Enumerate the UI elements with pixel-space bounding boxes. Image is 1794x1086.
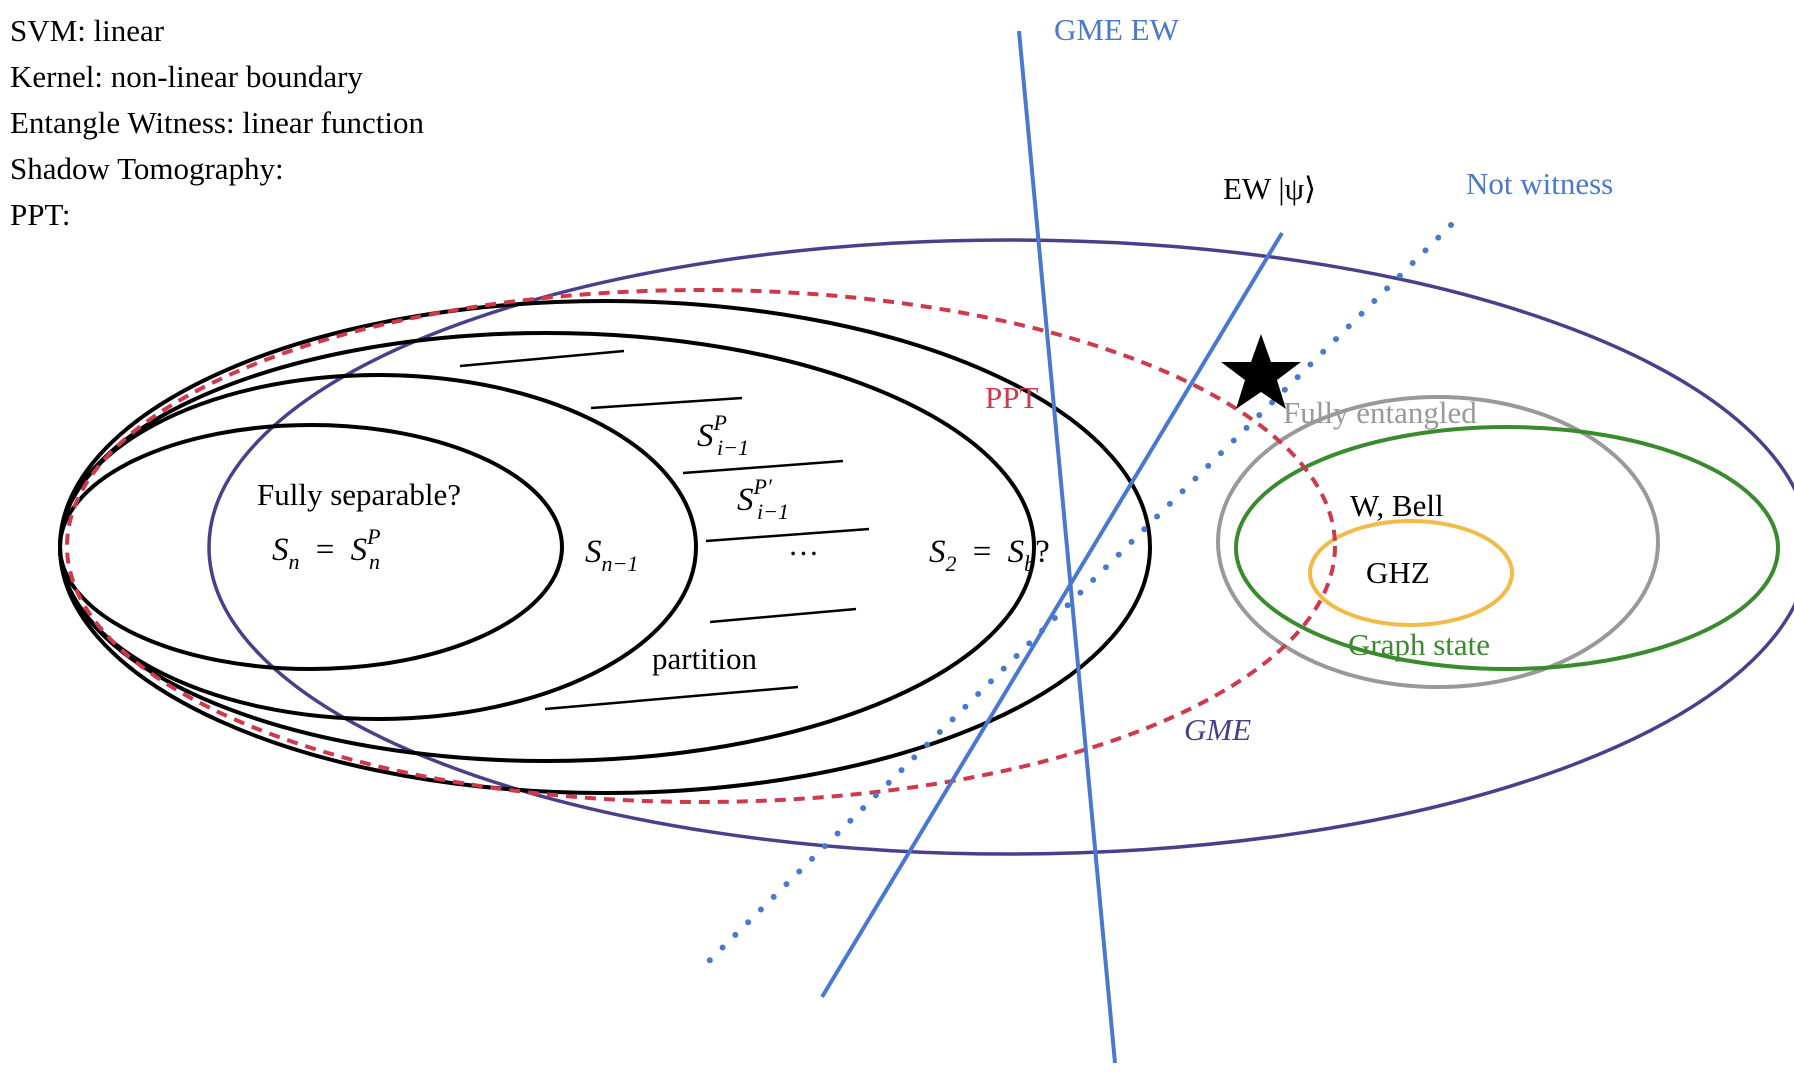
- ew-psi-label: EW |ψ⟩: [1223, 171, 1316, 206]
- ghz-ellipse: [1308, 519, 1514, 627]
- si1pp-superscript: P′: [753, 474, 773, 499]
- gme-ew-label: GME EW: [1054, 12, 1180, 47]
- sn1-subscript: n−1: [602, 551, 639, 576]
- gme-label: GME: [1184, 712, 1251, 747]
- sb-symbol: S: [1008, 534, 1025, 570]
- si1p-subscript: i−1: [717, 435, 749, 460]
- si1p-symbol: S: [697, 418, 714, 454]
- gme-ew-line: [1017, 30, 1117, 1064]
- partition-label: partition: [652, 641, 758, 676]
- s2-formula: S2 = Sb?: [929, 534, 1050, 579]
- snp-symbol: S: [351, 532, 368, 568]
- sn-symbol: S: [272, 532, 289, 568]
- sn-subscript: n: [289, 549, 300, 574]
- sn1-formula: Sn−1: [585, 534, 638, 576]
- note-entangle-witness: Entangle Witness: linear function: [10, 105, 424, 140]
- ppt-ellipse: [65, 288, 1337, 804]
- w-bell-label: W, Bell: [1350, 488, 1444, 523]
- hatch-line: [544, 685, 799, 711]
- note-shadow-tomography: Shadow Tomography:: [10, 151, 284, 186]
- hatch-line: [459, 349, 625, 368]
- fully-entangled-ellipse: [1216, 395, 1660, 689]
- snp-superscript: P: [366, 524, 380, 549]
- si1pp-subscript: i−1: [757, 499, 789, 524]
- note-kernel: Kernel: non-linear boundary: [10, 59, 363, 94]
- graph-state-label: Graph state: [1348, 627, 1490, 662]
- sb-subscript: b: [1024, 551, 1035, 576]
- ellipsis-label: …: [788, 527, 819, 562]
- ppt-label: PPT: [985, 380, 1038, 415]
- not-witness-line: [704, 222, 1454, 966]
- sn-equals: =: [316, 532, 335, 568]
- snp-subscript: n: [369, 549, 380, 574]
- partition-hatch-lines: [459, 349, 870, 711]
- si1p-superscript: P: [713, 410, 727, 435]
- hatch-line: [590, 396, 743, 410]
- note-ppt: PPT:: [10, 197, 71, 232]
- fully-entangled-label: Fully entangled: [1283, 395, 1477, 430]
- partition-ellipse: [58, 331, 1036, 763]
- fully-separable-label: Fully separable?: [257, 477, 461, 512]
- not-witness-label: Not witness: [1466, 166, 1613, 201]
- gme-ellipse: [207, 238, 1794, 856]
- star-icon: [1221, 334, 1301, 409]
- s2-equals: =: [973, 534, 992, 570]
- hatch-line: [682, 459, 844, 475]
- sn-ellipse: [58, 423, 564, 671]
- hatch-line: [709, 607, 857, 624]
- sn1-symbol: S: [585, 534, 602, 570]
- si1pp-symbol: S: [737, 482, 754, 518]
- s2-question: ?: [1035, 534, 1050, 570]
- ghz-label: GHZ: [1366, 555, 1430, 590]
- s2-symbol: S: [929, 534, 946, 570]
- note-svm: SVM: linear: [10, 13, 165, 48]
- graph-state-ellipse: [1234, 425, 1780, 671]
- si1pp-formula: SP′i−1: [737, 474, 789, 524]
- hatch-line: [705, 527, 870, 543]
- ew-psi-line: [820, 231, 1284, 999]
- s2-subscript: 2: [946, 551, 957, 576]
- notes-list: SVM: linear Kernel: non-linear boundary …: [10, 8, 424, 238]
